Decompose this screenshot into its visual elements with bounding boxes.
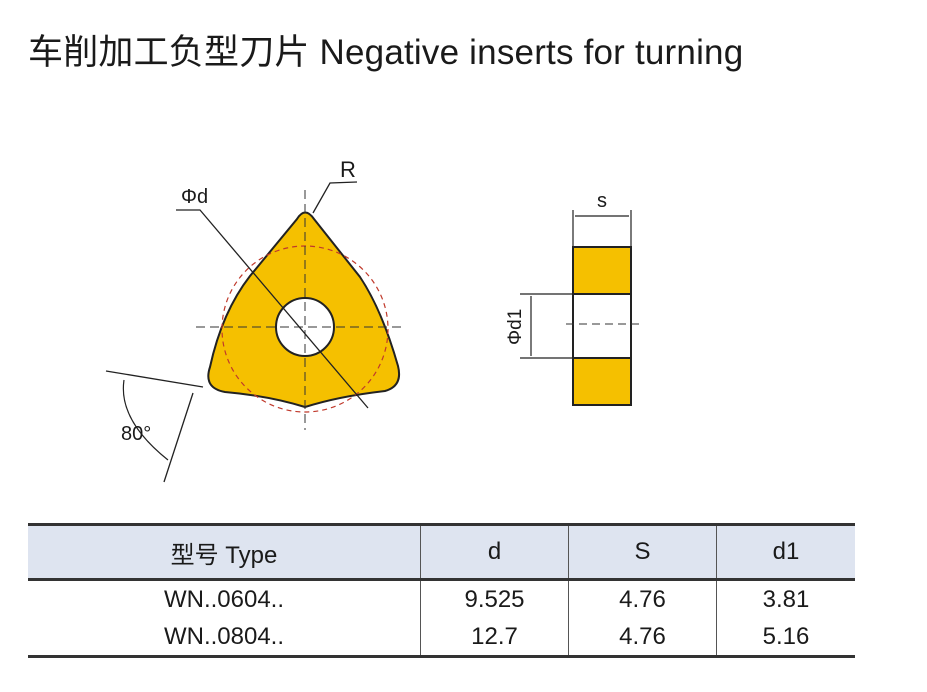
cell-d: 12.7 bbox=[420, 618, 569, 658]
center-hole bbox=[275, 297, 335, 357]
cell-d: 9.525 bbox=[420, 579, 569, 618]
table-header-row: 型号 Type d S d1 bbox=[28, 523, 855, 581]
diameter-d-label: Φd bbox=[181, 186, 208, 208]
cell-type: WN..0604.. bbox=[163, 585, 285, 613]
insert-side-view: s Φd1 bbox=[505, 190, 642, 406]
angle-arc bbox=[122, 379, 169, 461]
hole-diameter-label: Φd1 bbox=[505, 309, 526, 345]
cell-type: WN..0804.. bbox=[28, 618, 421, 658]
cell-s: 4.76 bbox=[568, 579, 717, 618]
insert-diagram: Φd R 80° s Φd1 bbox=[105, 157, 642, 483]
spec-table: 型号 Type d S d1 WN..0604.. 9.525 4.76 3.8… bbox=[28, 523, 855, 658]
header-d: d bbox=[420, 523, 569, 581]
header-d1: d1 bbox=[716, 523, 855, 581]
table-row: WN..0804.. 12.7 4.76 5.16 bbox=[28, 618, 855, 658]
cell-d1: 3.81 bbox=[716, 579, 855, 618]
radius-label: R bbox=[340, 157, 356, 182]
diameter-leader bbox=[176, 209, 369, 409]
table-row: WN..0604.. 9.525 4.76 3.81 bbox=[28, 579, 855, 618]
header-s: S bbox=[568, 523, 717, 581]
page-title: 车削加工负型刀片 Negative inserts for turning bbox=[28, 33, 744, 72]
header-type: 型号 Type bbox=[28, 523, 421, 581]
radius-leader bbox=[312, 181, 358, 214]
angle-line-2 bbox=[163, 392, 194, 483]
cell-s: 4.76 bbox=[568, 618, 717, 658]
angle-line-1 bbox=[105, 370, 204, 388]
cell-d1: 5.16 bbox=[716, 618, 855, 658]
angle-label: 80° bbox=[121, 423, 151, 445]
thickness-label: s bbox=[597, 190, 607, 212]
insert-top-view: Φd R 80° bbox=[105, 157, 404, 483]
